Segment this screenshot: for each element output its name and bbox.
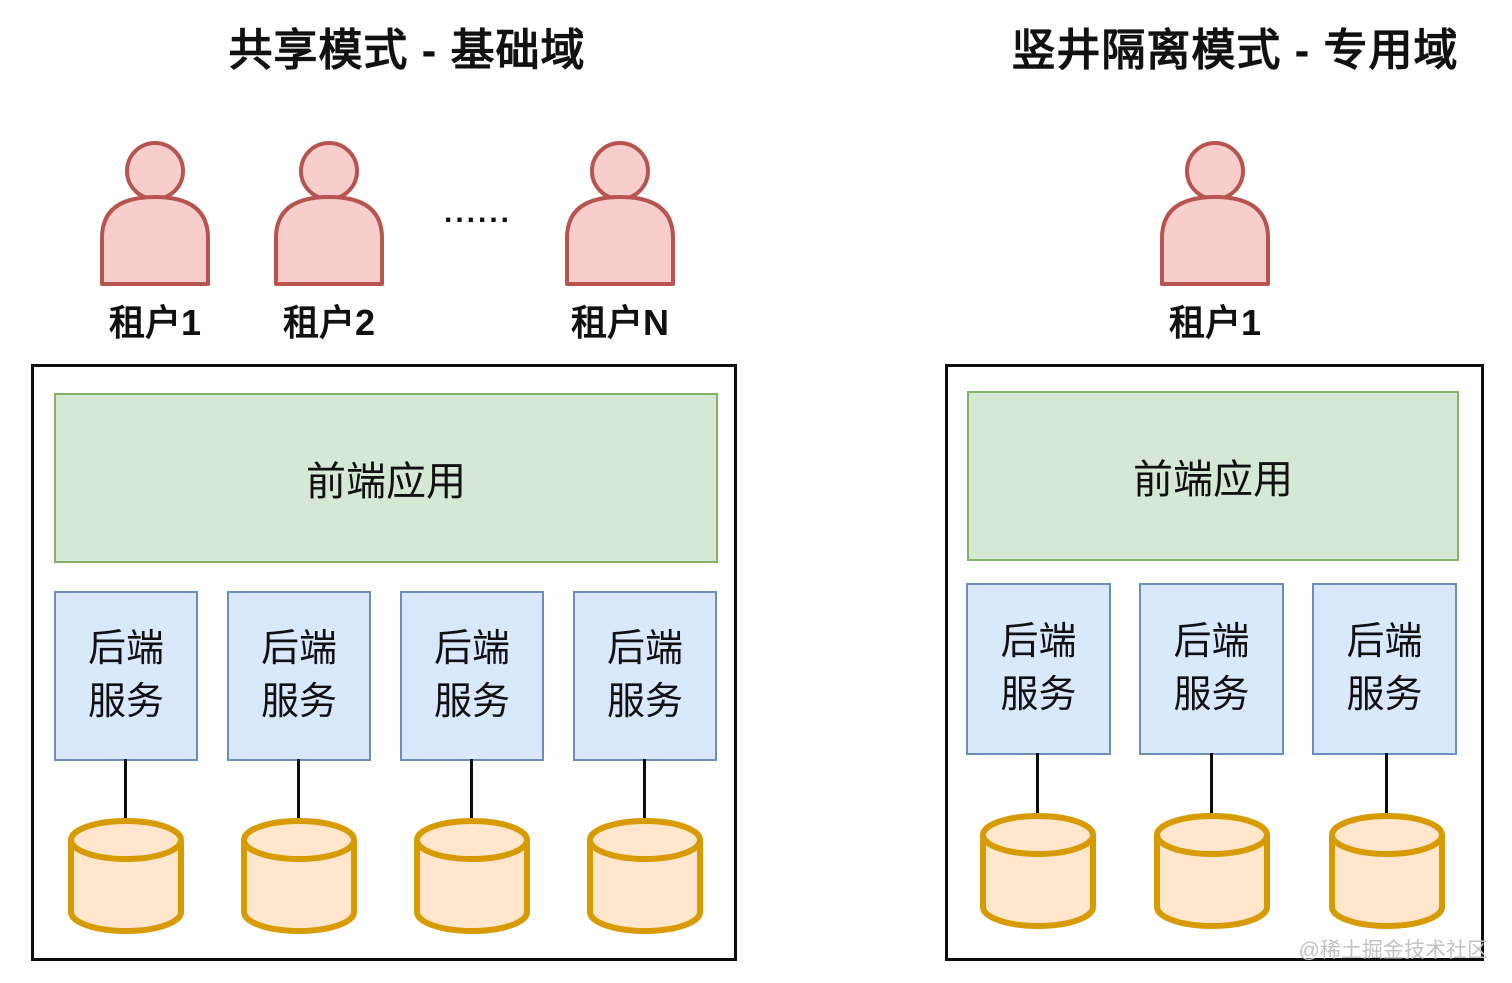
connector-line [297,759,300,821]
database-icon [66,817,186,937]
left-backend-service-box-2: 后端 服务 [227,591,371,761]
left-backend-service-box-3: 后端 服务 [400,591,544,761]
right-backend-service-box-1: 后端 服务 [966,583,1111,755]
left-backend-service-box-4: 后端 服务 [573,591,717,761]
connector-line [643,759,646,821]
tenant-figure-right-1: 租户1 [1158,140,1272,346]
tenant-user-icon [1160,141,1270,286]
watermark: @稀土掘金技术社区 [1298,939,1488,962]
left-backend-service-box-1: 后端 服务 [54,591,198,761]
database-icon [239,817,359,937]
tenant-ellipsis: ...... [443,196,512,229]
tenant-label: 租户1 [108,302,202,343]
tenant-figure-n: 租户N [563,140,677,346]
tenant-label: 租户1 [1168,302,1262,343]
tenant-figure-1: 租户1 [98,140,212,346]
right-backend-service-box-2: 后端 服务 [1139,583,1284,755]
tenant-label: 租户2 [282,302,376,343]
right-backend-service-box-3: 后端 服务 [1312,583,1457,755]
database-icon [412,817,532,937]
database-icon [1152,812,1272,932]
left-frontend-app-box: 前端应用 [54,393,718,563]
tenant-user-icon [565,141,675,286]
tenant-label: 租户N [571,302,669,343]
connector-line [124,759,127,821]
right-frontend-app-box: 前端应用 [967,391,1459,561]
connector-line [1036,753,1039,817]
connector-line [1210,753,1213,817]
tenant-user-icon [100,141,210,286]
left-diagram-title: 共享模式 - 基础域 [228,26,586,75]
right-diagram-title: 竖井隔离模式 - 专用域 [1011,26,1459,75]
connector-line [1385,753,1388,817]
database-icon [978,812,1098,932]
tenant-user-icon [274,141,384,286]
tenant-figure-2: 租户2 [272,140,386,346]
database-icon [585,817,705,937]
connector-line [470,759,473,821]
database-icon [1327,812,1447,932]
